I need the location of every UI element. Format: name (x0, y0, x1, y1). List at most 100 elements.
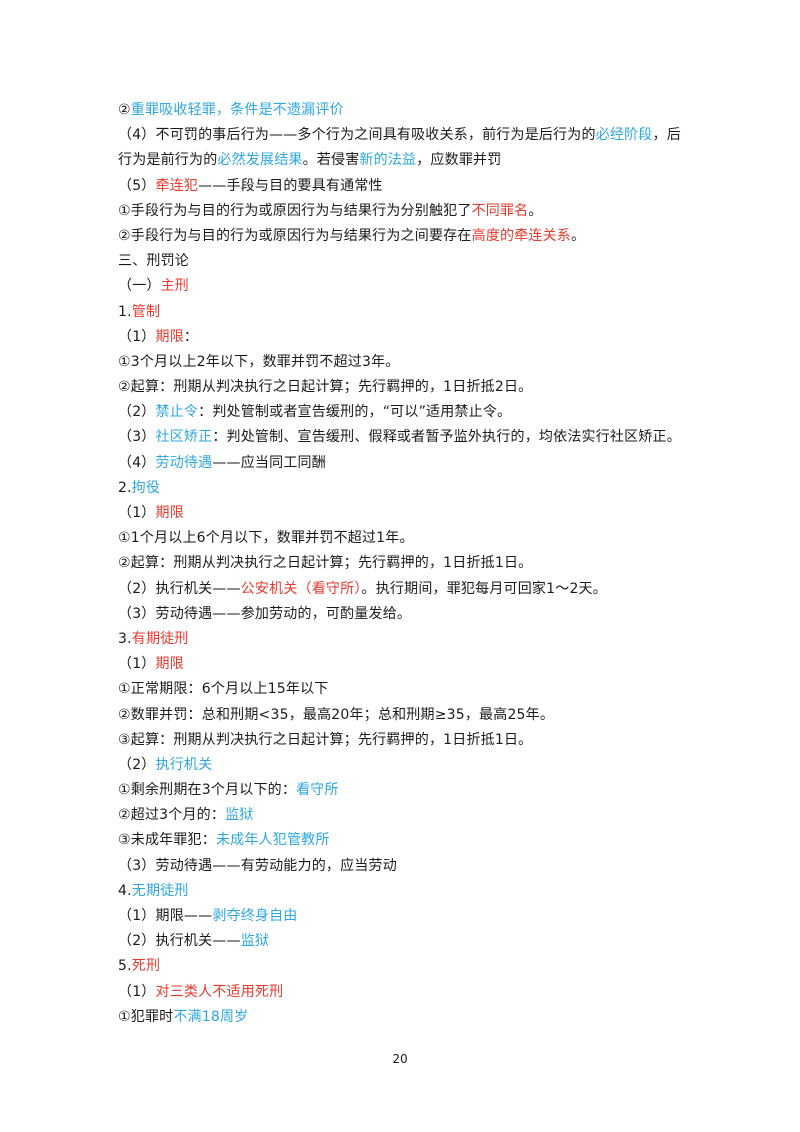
line-text: ①3个月以上2年以下，数罪并罚不超过3年。 (118, 353, 400, 370)
highlight-blue-text: 不满18周岁 (173, 1008, 249, 1025)
highlight-red-text: 高度的牵连关系 (471, 227, 571, 244)
line-text: ，后 (652, 127, 681, 144)
text-line: ②超过3个月的：监狱 (118, 803, 698, 828)
line-text: ：判处管制或者宣告缓刑的，“可以”适用禁止令。 (198, 404, 512, 421)
line-text: ②数罪并罚：总和刑期<35，最高20年；总和刑期≥35，最高25年。 (118, 706, 555, 723)
line-text: ②起算：刑期从判决执行之日起计算；先行羁押的，1日折抵2日。 (118, 379, 533, 396)
highlight-red-text: 管制 (131, 303, 161, 320)
highlight-red-text: 不同罪名 (471, 202, 529, 219)
highlight-blue-text: 必然发展结果 (217, 152, 303, 169)
text-line: 3.有期徒刑 (118, 627, 698, 652)
line-text: ③未成年罪犯： (118, 832, 216, 849)
line-text: ② (118, 102, 131, 118)
line-text: ，应数罪并罚 (416, 152, 502, 169)
line-text: ： (183, 328, 199, 345)
line-text: ③起算：刑期从判决执行之日起计算；先行羁押的，1日折抵1日。 (118, 731, 533, 748)
highlight-blue-text: 剥夺终身自由 (212, 908, 298, 924)
line-text: （4） (118, 454, 156, 471)
text-line: ①1个月以上6个月以下，数罪并罚不超过1年。 (118, 526, 698, 551)
highlight-blue-text: 禁止令 (155, 404, 199, 421)
line-text: 。 (570, 227, 586, 244)
page-number: 20 (392, 1052, 408, 1066)
highlight-blue-text: 未成年人犯管教所 (215, 832, 330, 849)
text-line: 三、刑罚论 (118, 249, 698, 274)
text-line: ②起算：刑期从判决执行之日起计算；先行羁押的，1日折抵1日。 (118, 551, 698, 576)
line-text: 5. (118, 958, 132, 975)
line-text: （1） (118, 328, 156, 345)
line-text: ①1个月以上6个月以下，数罪并罚不超过1年。 (118, 530, 414, 547)
text-line: 5.死刑 (118, 954, 698, 979)
text-line: （1）期限——剥夺终身自由 (118, 904, 698, 929)
text-line: （一）主刑 (118, 274, 698, 299)
highlight-blue-text: 看守所 (296, 782, 339, 799)
text-line: 1.管制 (118, 300, 698, 325)
text-line: ②起算：刑期从判决执行之日起计算；先行羁押的，1日折抵2日。 (118, 375, 698, 400)
highlight-red-text: 有期徒刑 (131, 630, 189, 647)
line-text: ①犯罪时 (118, 1008, 174, 1025)
text-line: ②重罪吸收轻罪，条件是不遗漏评价 (118, 98, 698, 123)
line-text: ——应当同工同酬 (212, 454, 326, 471)
highlight-red-text: 对三类人不适用死刑 (155, 983, 284, 1000)
text-line: 2.拘役 (118, 476, 698, 501)
line-text: （1） (118, 505, 156, 521)
line-text: （1） (118, 656, 156, 673)
highlight-blue-text: 监狱 (240, 933, 270, 950)
text-line: ①剩余刑期在3个月以下的：看守所 (118, 778, 698, 803)
line-text: （一） (118, 278, 161, 295)
line-text: ①剩余刑期在3个月以下的： (118, 782, 297, 799)
highlight-blue-text: 无期徒刑 (131, 882, 189, 899)
highlight-blue-text: 执行机关 (155, 756, 213, 773)
text-line: （5）牵连犯——手段与目的要具有通常性 (118, 174, 698, 199)
line-text: ——手段与目的要具有通常性 (198, 177, 383, 194)
highlight-blue-text: 重罪吸收轻罪，条件是不遗漏评价 (130, 102, 344, 118)
line-text: （1） (118, 983, 156, 1000)
text-line: （1）期限 (118, 652, 698, 677)
highlight-blue-text: 社区矫正 (155, 429, 213, 446)
line-text: ①手段行为与目的行为或原因行为与结果行为分别触犯了 (118, 202, 472, 219)
line-text: ②手段行为与目的行为或原因行为与结果行为之间要存在 (118, 227, 472, 244)
line-text: （3） (118, 429, 156, 446)
line-text: ②起算：刑期从判决执行之日起计算；先行羁押的，1日折抵1日。 (118, 555, 533, 572)
text-line: （1）期限 (118, 501, 698, 526)
highlight-red-text: 公安机关（看守所） (240, 580, 362, 597)
line-text: 3. (118, 630, 132, 647)
line-text: （3）劳动待遇——参加劳动的，可酌量发给。 (118, 605, 412, 622)
text-line: ②数罪并罚：总和刑期<35，最高20年；总和刑期≥35，最高25年。 (118, 703, 698, 728)
highlight-red-text: 牵连犯 (155, 177, 199, 194)
text-line: ①3个月以上2年以下，数罪并罚不超过3年。 (118, 350, 698, 375)
line-text: 2. (118, 479, 132, 496)
text-line: （2）禁止令：判处管制或者宣告缓刑的，“可以”适用禁止令。 (118, 400, 698, 425)
highlight-blue-text: 新的法益 (359, 152, 417, 169)
highlight-red-text: 期限 (155, 328, 184, 345)
line-text: 。 (528, 202, 543, 219)
line-text: ①正常期限：6个月以上15年以下 (118, 681, 329, 698)
text-line: ①犯罪时不满18周岁 (118, 1005, 698, 1030)
highlight-red-text: 期限 (155, 505, 184, 521)
line-text: （2）执行机关—— (118, 933, 241, 950)
line-text: ②超过3个月的： (118, 807, 226, 824)
highlight-red-text: 死刑 (131, 958, 161, 975)
line-text: （2） (118, 404, 156, 421)
text-line: （1）期限： (118, 325, 698, 350)
text-line: （4）不可罚的事后行为——多个行为之间具有吸收关系，前行为是后行为的必经阶段，后 (118, 123, 698, 148)
text-line: ①正常期限：6个月以上15年以下 (118, 677, 698, 702)
highlight-red-text: 期限 (155, 656, 184, 673)
text-line: ③未成年罪犯：未成年人犯管教所 (118, 828, 698, 853)
text-line: ③起算：刑期从判决执行之日起计算；先行羁押的，1日折抵1日。 (118, 728, 698, 753)
text-line: （3）劳动待遇——参加劳动的，可酌量发给。 (118, 602, 698, 627)
highlight-blue-text: 拘役 (131, 479, 161, 496)
text-line: （2）执行机关——公安机关（看守所）。执行期间，罪犯每月可回家1～2天。 (118, 577, 698, 602)
line-text: 行为是前行为的 (118, 152, 218, 169)
text-line: 4.无期徒刑 (118, 879, 698, 904)
line-text: ：判处管制、宣告缓刑、假释或者暂予监外执行的，均依法实行社区矫正。 (212, 429, 681, 446)
line-text: （5） (118, 177, 156, 194)
text-line: （2）执行机关——监狱 (118, 929, 698, 954)
line-text: （2） (118, 756, 156, 773)
text-line: （3）社区矫正：判处管制、宣告缓刑、假释或者暂予监外执行的，均依法实行社区矫正。 (118, 425, 698, 450)
text-line: （2）执行机关 (118, 753, 698, 778)
text-line: （1）对三类人不适用死刑 (118, 980, 698, 1005)
line-text: （4）不可罚的事后行为——多个行为之间具有吸收关系，前行为是后行为的 (118, 127, 596, 144)
line-text: 三、刑罚论 (118, 253, 189, 270)
line-text: （2）执行机关—— (118, 580, 241, 597)
